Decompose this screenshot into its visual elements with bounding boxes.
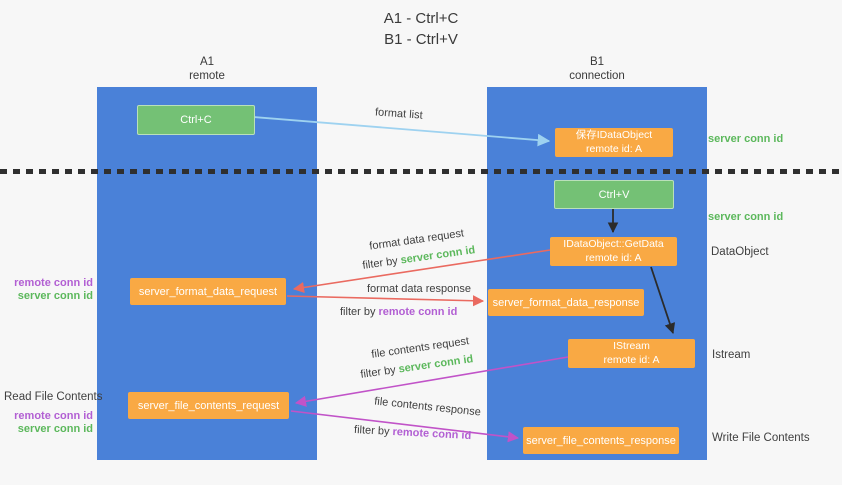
node-server-file-contents-request-label: server_file_contents_request [137,399,280,412]
remote-conn-id-text: remote conn id [378,306,458,318]
node-save-idataobject-line1: 保存IDataObject [575,128,653,141]
arrow-file-contents-request [294,356,569,407]
node-server-format-data-request-label: server_format_data_request [138,285,278,298]
arrow-getdata-to-istream [650,266,676,335]
node-istream-line1: IStream [613,339,650,352]
node-ctrl-v-label: Ctrl+V [598,188,630,201]
label-istream: Istream [712,349,751,361]
node-save-idataobject: 保存IDataObject remote id: A [555,128,673,157]
remote-conn-id-label: remote conn id [14,277,93,289]
label-left-conn-ids-bottom: remote conn id server conn id [0,410,93,436]
node-save-idataobject-line2: remote id: A [585,142,643,155]
column-b1-id: B1 [589,56,605,68]
node-server-file-contents-response: server_file_contents_response [523,427,679,454]
server-conn-id-label: server conn id [17,290,93,302]
node-ctrl-c-label: Ctrl+C [180,114,212,126]
filter-by-text: filter by [340,306,376,318]
arrow-format-data-request [292,249,551,294]
column-a1-role: remote [189,70,225,82]
column-b1-role: connection [569,70,625,82]
node-ctrl-c: Ctrl+C [137,105,255,135]
node-istream-line2: remote id: A [603,353,660,366]
label-server-conn-id-mid: server conn id [708,211,784,223]
node-ctrl-v: Ctrl+V [554,180,674,209]
label-left-conn-ids-mid: remote conn id server conn id [0,277,93,303]
node-getdata-line1: IDataObject::GetData [563,237,664,250]
column-a1-id: A1 [199,56,215,68]
arrow-format-data-response [286,295,485,307]
remote-conn-id-label: remote conn id [14,410,93,422]
node-server-format-data-request: server_format_data_request [130,278,286,305]
node-istream: IStream remote id: A [568,339,695,368]
title-line-ctrl-c: A1 - Ctrl+C [383,10,459,27]
label-read-file-contents: Read File Contents [4,391,103,403]
node-server-format-data-response-label: server_format_data_response [492,296,640,309]
label-write-file-contents: Write File Contents [712,432,810,444]
arrow-file-contents-response [290,410,520,443]
column-header-b1: B1 connection [487,55,707,83]
node-server-format-data-response: server_format_data_response [488,289,644,316]
filter-by-text: filter by [353,423,390,438]
diagram-title: A1 - Ctrl+C B1 - Ctrl+V [0,8,842,50]
label-format-data-response: format data response [367,283,471,295]
node-getdata-line2: remote id: A [585,251,642,264]
server-conn-id-label: server conn id [17,423,93,435]
label-server-conn-id-top: server conn id [708,133,784,145]
column-header-a1: A1 remote [97,55,317,83]
node-idataobject-getdata: IDataObject::GetData remote id: A [550,237,677,266]
title-line-ctrl-v: B1 - Ctrl+V [384,31,458,48]
arrow-format-list [252,116,551,147]
label-dataobject: DataObject [711,246,769,258]
node-server-file-contents-response-label: server_file_contents_response [526,434,676,447]
node-server-file-contents-request: server_file_contents_request [128,392,289,419]
session-divider-dotted-line [0,169,842,174]
